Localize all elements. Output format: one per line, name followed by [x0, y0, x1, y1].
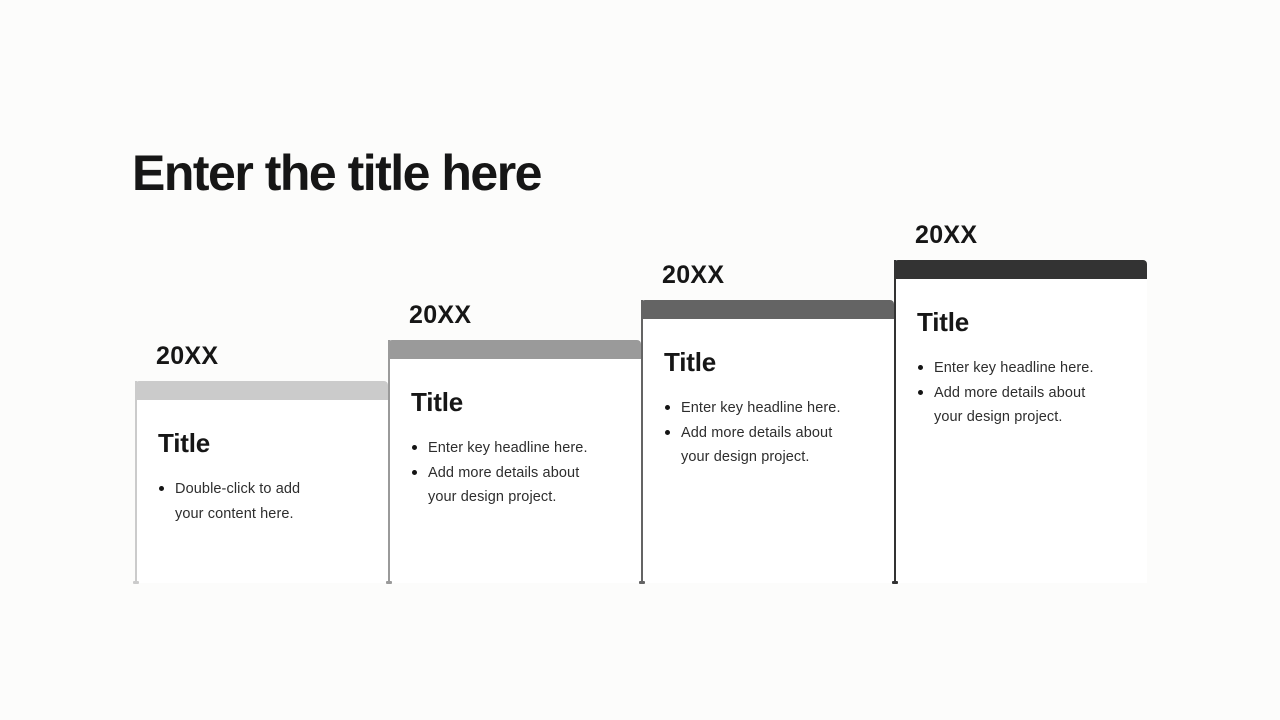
step-card: Title Double-click to add your content h… — [133, 381, 388, 584]
step-card: Title Enter key headline here. Add more … — [386, 340, 641, 584]
bullet-item: Enter key headline here. — [411, 436, 627, 461]
bullet-line: Enter key headline here. — [428, 440, 588, 456]
bullet-item: Enter key headline here. — [917, 356, 1133, 381]
bullet-line: Enter key headline here. — [681, 400, 841, 416]
step-bullets[interactable]: Enter key headline here. Add more detail… — [664, 396, 880, 470]
step-accent-bar — [135, 381, 388, 400]
step-card: Title Enter key headline here. Add more … — [639, 300, 894, 584]
bullet-dot — [918, 389, 923, 395]
timeline-step-2: 20XX Title Enter key headline here. Add … — [386, 302, 641, 584]
border-foot — [892, 581, 898, 584]
bullet-dot — [665, 429, 670, 435]
bullet-line: your design project. — [934, 409, 1063, 425]
bullet-item: Add more details about your design proje… — [917, 381, 1133, 430]
step-bullets[interactable]: Double-click to add your content here. — [158, 477, 374, 526]
bullet-line: Add more details about — [934, 384, 1086, 401]
bullet-dot — [665, 405, 670, 410]
year-label[interactable]: 20XX — [156, 342, 219, 370]
timeline-step-1: 20XX Title Double-click to add your cont… — [133, 343, 388, 584]
year-label[interactable]: 20XX — [662, 261, 725, 289]
step-bullets[interactable]: Enter key headline here. Add more detail… — [411, 436, 627, 510]
bullet-dot — [412, 469, 417, 475]
border-foot — [639, 581, 645, 584]
bullet-dot — [412, 445, 417, 450]
step-accent-bar — [894, 260, 1147, 279]
border-foot — [386, 581, 392, 584]
bullet-item: Add more details about your design proje… — [664, 421, 880, 470]
timeline-step-3: 20XX Title Enter key headline here. Add … — [639, 262, 894, 584]
step-accent-bar — [388, 340, 641, 359]
year-label[interactable]: 20XX — [915, 221, 978, 249]
bullet-dot — [918, 365, 923, 370]
year-label[interactable]: 20XX — [409, 301, 472, 329]
bullet-line: your design project. — [428, 489, 557, 505]
step-title[interactable]: Title — [158, 428, 210, 458]
bullet-line: Add more details about — [681, 424, 833, 441]
step-title[interactable]: Title — [411, 387, 463, 417]
bullet-item: Enter key headline here. — [664, 396, 880, 421]
step-title[interactable]: Title — [917, 307, 969, 337]
step-title[interactable]: Title — [664, 347, 716, 377]
bullet-line: Add more details about — [428, 464, 580, 481]
step-accent-bar — [641, 300, 894, 319]
slide-title[interactable]: Enter the title here — [132, 145, 543, 201]
bullet-line: Double-click to add — [175, 481, 301, 497]
step-card: Title Enter key headline here. Add more … — [892, 260, 1147, 584]
bullet-dot — [159, 486, 164, 491]
bullet-line: your design project. — [681, 449, 810, 465]
bullet-line: Enter key headline here. — [934, 360, 1094, 376]
bullet-item: Add more details about your design proje… — [411, 461, 627, 510]
timeline-step-4: 20XX Title Enter key headline here. Add … — [892, 222, 1147, 584]
border-foot — [133, 581, 139, 584]
bullet-item: Double-click to add your content here. — [158, 477, 374, 526]
step-bullets[interactable]: Enter key headline here. Add more detail… — [917, 356, 1133, 430]
bullet-line: your content here. — [175, 505, 294, 522]
